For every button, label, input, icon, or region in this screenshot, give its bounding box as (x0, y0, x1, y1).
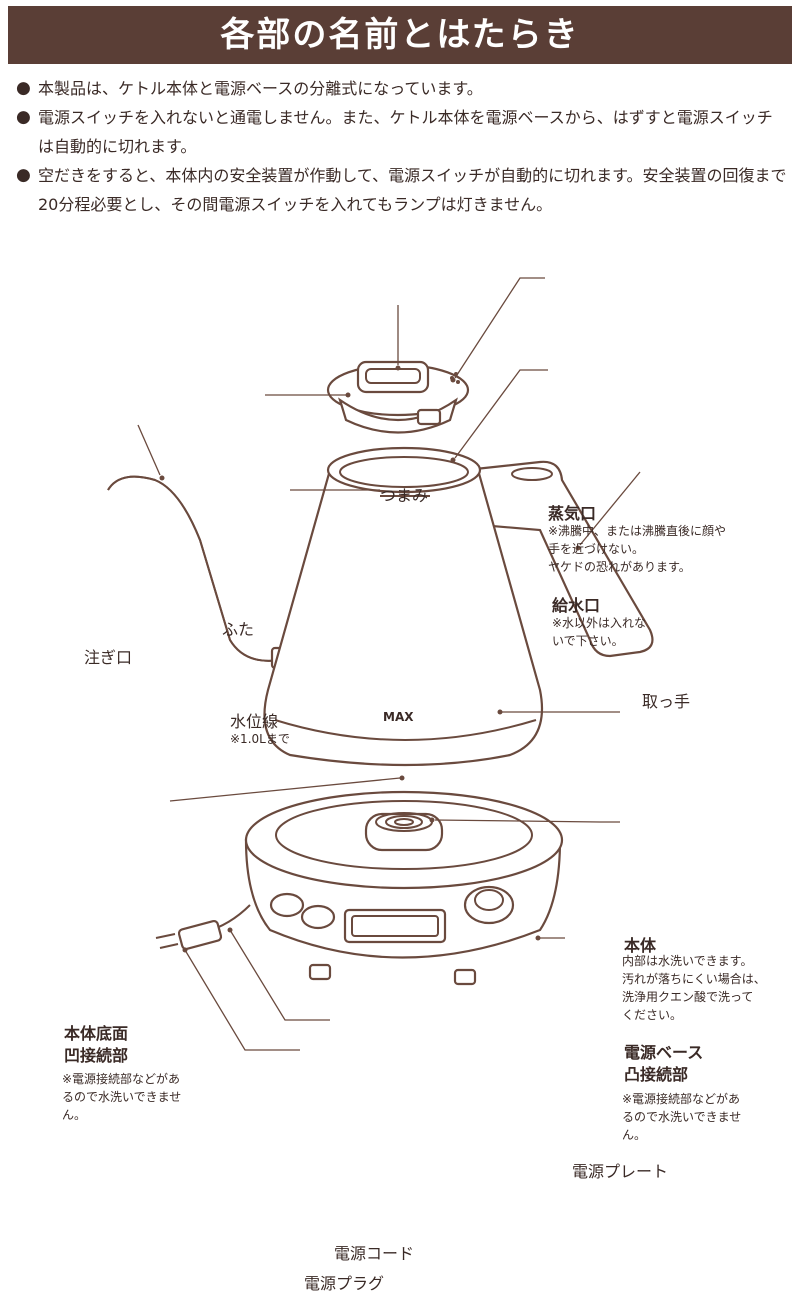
label-power-plate: 電源プレート (572, 1162, 669, 1181)
kettle-diagram: つまみ ふた 注ぎ口 水位線 ※1.0Lまで MAX 蒸気口 ※沸騰中、または沸… (0, 230, 800, 1293)
power-base-drawing (244, 790, 564, 986)
label-knob: つまみ (380, 486, 429, 505)
bullet: ● (16, 107, 31, 127)
label-handle: 取っ手 (642, 692, 691, 711)
note-fill-port: ※水以外は入れな いで下さい。 (552, 616, 647, 648)
note-item: ● 空だきをすると、本体内の安全装置が作動して、電源スイッチが自動的に切れます。… (16, 161, 788, 219)
label-fill-port: 給水口 (552, 596, 601, 615)
note-steam-vent: ※沸騰中、または沸騰直後に顔や 手を近づけない。 ヤケドの恐れがあります。 (548, 524, 727, 574)
label-steam-vent: 蒸気口 (548, 504, 597, 523)
note-bottom-connector: ※電源接続部などがあ るので水洗いできませ ん。 (62, 1072, 182, 1122)
lid-drawing (326, 360, 470, 434)
kettle-illustration (107, 277, 654, 1051)
label-power-plug: 電源プラグ (304, 1274, 385, 1293)
note-item: ● 本製品は、ケトル本体と電源ベースの分離式になっています。 (16, 74, 788, 103)
bullet: ● (16, 78, 31, 98)
label-base-connector: 電源ベース 凸接続部 (624, 1043, 704, 1084)
label-lid: ふた (222, 620, 255, 639)
label-power-cord: 電源コード (334, 1244, 415, 1263)
spout-drawing (107, 475, 281, 662)
body-drawing (263, 468, 544, 767)
notes-list: ● 本製品は、ケトル本体と電源ベースの分離式になっています。 ● 電源スイッチを… (16, 74, 788, 219)
label-water-line: 水位線 (230, 712, 279, 731)
note-base-connector: ※電源接続部などがあ るので水洗いできませ ん。 (622, 1092, 742, 1142)
note-body: 内部は水洗いできます。 汚れが落ちにくい場合は、 洗浄用クエン酸で洗って くださ… (622, 954, 766, 1022)
note-text: 電源スイッチを入れないと通電しません。また、ケトル本体を電源ベースから、はずすと… (38, 108, 773, 156)
note-water-line: ※1.0Lまで (230, 732, 290, 746)
label-spout: 注ぎ口 (84, 648, 133, 667)
note-text: 空だきをすると、本体内の安全装置が作動して、電源スイッチが自動的に切れます。安全… (38, 166, 787, 214)
max-mark: MAX (383, 710, 414, 724)
bullet: ● (16, 165, 31, 185)
label-bottom-connector: 本体底面 凹接続部 (64, 1024, 129, 1065)
handle-drawing (464, 460, 654, 658)
page-title: 各部の名前とはたらき (8, 6, 792, 64)
note-item: ● 電源スイッチを入れないと通電しません。また、ケトル本体を電源ベースから、はず… (16, 103, 788, 161)
label-body: 本体 (624, 936, 657, 955)
note-text: 本製品は、ケトル本体と電源ベースの分離式になっています。 (38, 79, 483, 98)
